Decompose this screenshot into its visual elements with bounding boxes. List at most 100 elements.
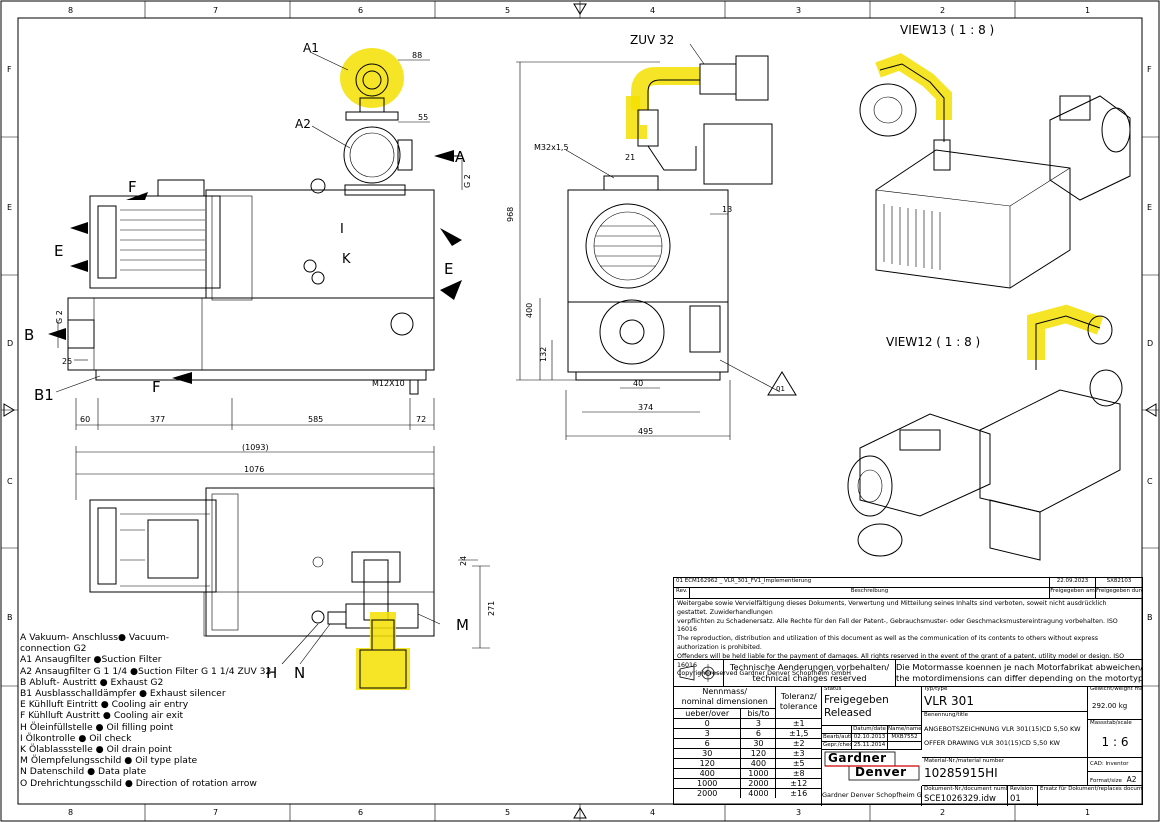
- dim-495: 495: [638, 427, 653, 436]
- center-mark-left: [3, 403, 15, 417]
- label-01: 01: [776, 385, 785, 393]
- legend-item: N Datenschild ● Data plate: [20, 766, 147, 778]
- dim-24: 24: [459, 556, 468, 566]
- drawn-label: Bearb/auth: [822, 734, 852, 742]
- notice-line: Copyright reserved Gardner Denver Schopf…: [677, 670, 852, 678]
- status-header: Status: [822, 686, 922, 694]
- row-label: D: [7, 339, 13, 348]
- dim-377: 377: [150, 415, 165, 424]
- label-a: A: [455, 148, 466, 166]
- label-k: K: [342, 252, 351, 267]
- col-label: 1: [1085, 808, 1090, 817]
- general-notes-row: Technische Aenderungen vorbehalten/ tech…: [674, 660, 1142, 687]
- drawn-date: 02.10.2013: [852, 734, 888, 742]
- weight-value: 292.00 kg: [1088, 694, 1142, 720]
- arrow-e-right-2: [440, 280, 462, 300]
- view13-title: VIEW13 ( 1 : 8 ): [900, 23, 994, 37]
- legend-item: B1 Ausblasschalldämpfer ● Exhaust silenc…: [20, 688, 226, 700]
- legend-item: A2 Ansaugfilter G 1 1/4 ●Suction Filter …: [20, 665, 272, 677]
- arrow-e-left-1: [70, 222, 88, 234]
- motor-line: Die Motormasse koennen je nach Motorfabr…: [896, 662, 1142, 672]
- col-label: 3: [796, 6, 801, 15]
- revision-date: 22.09.2023: [1050, 578, 1096, 588]
- highlight-suction-filter-top: [356, 648, 410, 690]
- legend-item: connection G2: [20, 643, 87, 655]
- center-mark-bottom: [573, 807, 587, 819]
- tol-cell: 30: [740, 738, 777, 749]
- name-header: Name/name: [888, 726, 922, 734]
- legend-item: K Ölablassstelle ● Oil drain point: [20, 744, 172, 756]
- title-header: Benennung/title: [922, 712, 1088, 720]
- tol-cell: 4000: [740, 788, 777, 798]
- col-label: 6: [358, 6, 363, 15]
- checked-label: Gepr./check: [822, 742, 852, 750]
- col-label: 2: [940, 6, 945, 15]
- col-label: 5: [505, 808, 510, 817]
- row-label: B: [1147, 613, 1153, 622]
- format-header: Format/size: [1090, 778, 1122, 784]
- legend-item: A1 Ansaugfilter ●Suction Filter: [20, 654, 162, 666]
- label-i: I: [340, 222, 344, 237]
- to-header: bis/to: [740, 708, 777, 719]
- arrow-b: [48, 328, 66, 340]
- type-value: VLR 301: [922, 694, 1088, 712]
- tech-line: Technische Aenderungen vorbehalten/: [729, 662, 890, 672]
- col-label: 2: [940, 808, 945, 817]
- tol-cell: ±5: [775, 758, 821, 769]
- motor-line: the motordimensions can differ depending…: [896, 673, 1142, 683]
- row-label: B: [7, 613, 13, 622]
- tol-cell: 3: [674, 728, 742, 739]
- dim-374: 374: [638, 403, 653, 412]
- weight-header: Gewicht/weight max.: [1090, 686, 1142, 692]
- title-block: 01 ECM162962 _ VLR_301_FV1_Implementieru…: [673, 577, 1143, 806]
- company-name: Gardner Denver Schopfheim GmbH: [822, 786, 922, 806]
- dim-1076: 1076: [244, 465, 264, 474]
- title-en: OFFER DRAWING VLR 301(15)CD 5,50 KW: [924, 739, 1060, 747]
- replaces-document: Ersatz für Dokument/replaces document:: [1040, 786, 1142, 792]
- label-f-top: F: [128, 178, 137, 196]
- revision-value: 01: [1008, 794, 1038, 806]
- tol-cell: ±8: [775, 768, 821, 779]
- tol-cell: 120: [740, 748, 777, 759]
- over-header: ueber/over: [674, 708, 742, 719]
- view12-isometric: VIEW12 ( 1 : 8 ): [847, 304, 1123, 561]
- drawn-name: MXB7552: [888, 734, 922, 742]
- legend-item: H Öleinfüllstelle ● Oil filling point: [20, 721, 174, 733]
- view13-isometric: VIEW13 ( 1 : 8 ): [859, 23, 1131, 289]
- col-label: 4: [650, 6, 655, 15]
- motor-dimensions-note: Die Motormasse koennen je nach Motorfabr…: [896, 660, 1142, 686]
- dim-1093: (1093): [242, 443, 269, 452]
- tol-cell: 3: [740, 718, 777, 729]
- row-label: F: [7, 65, 12, 74]
- status-de: Freigegeben: [824, 694, 889, 706]
- label-zuv32: ZUV 32: [630, 33, 674, 47]
- rev-header: Rev.: [674, 588, 690, 598]
- tolerance-header: Toleranz/tolerance: [775, 686, 821, 719]
- dim-60: 60: [80, 415, 90, 424]
- tol-cell: ±12: [775, 778, 821, 789]
- tol-cell: 6: [674, 738, 742, 749]
- label-b: B: [24, 326, 34, 344]
- center-mark-right: [1145, 403, 1157, 417]
- label-e-left: E: [54, 242, 63, 260]
- logo-text-denver: Denver: [855, 765, 907, 779]
- dim-g2-left: G 2: [55, 310, 64, 324]
- dim-25: 25: [62, 357, 72, 366]
- tol-cell: 1000: [740, 768, 777, 779]
- dim-132: 132: [539, 347, 548, 362]
- status-en: Released: [824, 707, 872, 719]
- col-label: 1: [1085, 6, 1090, 15]
- logo-text-gardner: Gardner: [828, 751, 887, 765]
- type-header: Typ/type: [922, 686, 1088, 694]
- rotation-arrow-sign: [767, 371, 797, 396]
- released-by-header: Freigegeben durch: [1096, 588, 1142, 594]
- dim-400: 400: [525, 303, 534, 318]
- dim-m12: M12X10: [372, 379, 405, 388]
- tol-cell: ±1: [775, 718, 821, 729]
- highlight-zuv32-side: [631, 67, 700, 110]
- revision-id: SX82103: [1096, 578, 1142, 588]
- tech-line: technical changes reserved: [752, 673, 867, 683]
- title-block-main: Nennmass/nominal dimensionen Toleranz/to…: [674, 686, 1142, 806]
- material-number: 10285915HI: [922, 766, 1088, 786]
- blank-cell: [822, 726, 852, 734]
